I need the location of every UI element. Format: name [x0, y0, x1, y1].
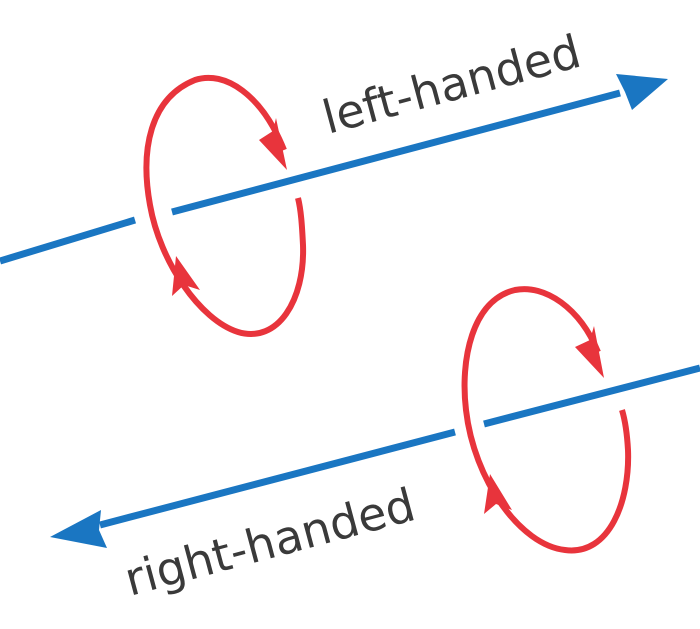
left-handed-axis-back	[0, 216, 137, 265]
right-handed-axis-back	[99, 428, 456, 529]
left-handed-axis-arrowhead	[616, 74, 668, 110]
right-handed-rotation-arrow-top	[575, 326, 604, 378]
right-handed-figure: right-handed	[50, 286, 700, 607]
left-handed-axis-front	[171, 89, 621, 216]
right-handed-rotation-arrow-bottom	[484, 474, 512, 514]
left-handed-rotation-arrow-top	[259, 118, 287, 170]
left-handed-figure: left-handed	[0, 24, 668, 337]
left-handed-rotation-loop	[143, 74, 307, 337]
right-handed-axis-arrowhead	[50, 510, 107, 548]
right-handed-axis-front	[483, 364, 700, 428]
left-handed-rotation-arrow-bottom	[172, 256, 200, 296]
left-handed-label: left-handed	[317, 24, 586, 145]
right-handed-label: right-handed	[119, 477, 421, 606]
